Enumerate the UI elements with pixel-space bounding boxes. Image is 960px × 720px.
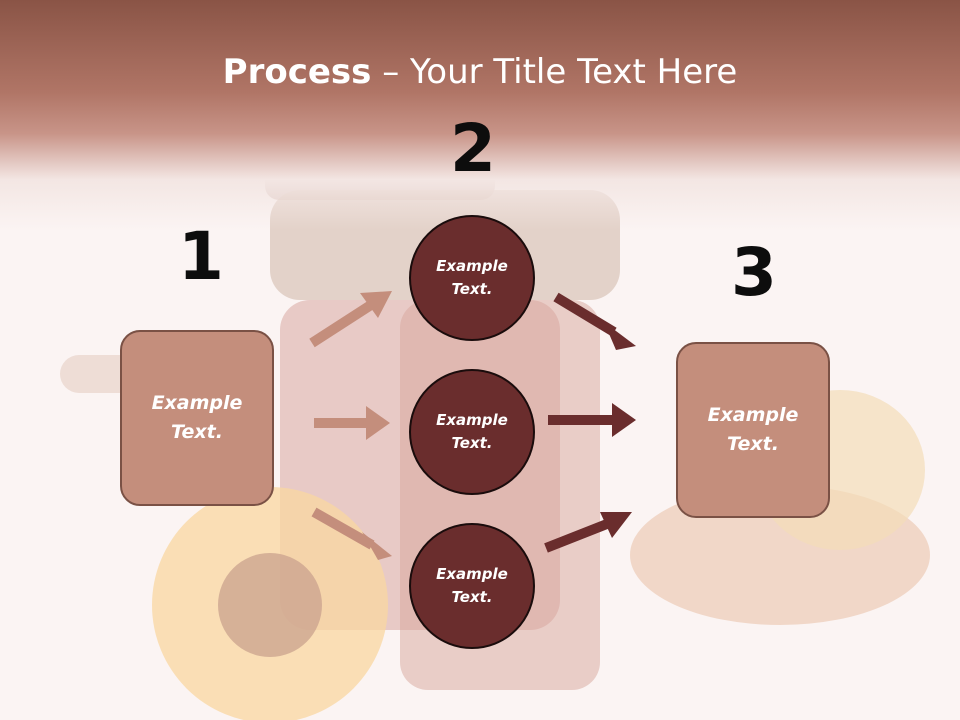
step-number-3: 3 [731,234,777,311]
circle-top-label: Example Text. [436,257,508,298]
arrow-top-to-3 [553,292,636,350]
flower-center-shape [218,553,322,657]
step-number-1: 1 [178,218,224,295]
slide-title[interactable]: Process – Your Title Text Here [0,52,960,92]
title-separator: – [371,52,411,92]
title-bold: Process [222,52,372,92]
step-3-box[interactable]: Example Text. [676,342,830,518]
circle-middle[interactable]: Example Text. [409,369,535,495]
step-1-box[interactable]: Example Text. [120,330,274,506]
arrow-1-to-bottom [311,507,392,560]
arrow-1-to-middle [314,406,390,440]
circle-bottom[interactable]: Example Text. [409,523,535,649]
step-3-label: Example Text. [707,404,799,455]
circle-middle-label: Example Text. [436,411,508,452]
circle-top[interactable]: Example Text. [409,215,535,341]
arrow-1-to-top [309,291,392,348]
step-1-label: Example Text. [151,392,243,443]
circle-bottom-label: Example Text. [436,565,508,606]
step-number-2: 2 [450,110,496,187]
arrow-bottom-to-3 [544,512,632,553]
header-band [0,0,960,230]
arrow-middle-to-3 [548,403,636,437]
title-rest: Your Title Text Here [410,52,738,92]
